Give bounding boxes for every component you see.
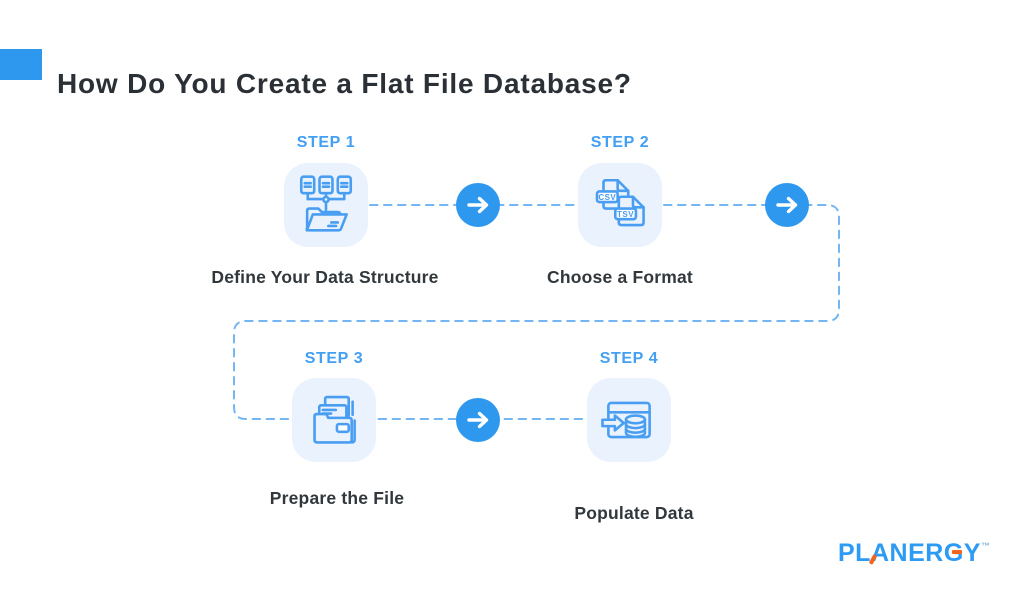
right-arrow-icon [765, 183, 809, 227]
step-4-name: Populate Data [574, 503, 694, 523]
step-1-label: STEP 1 [296, 134, 356, 151]
logo-orange-accent [951, 550, 962, 554]
files-into-folder-icon [299, 175, 353, 232]
step-4-tile [587, 378, 671, 462]
folder-with-documents-icon [313, 395, 356, 444]
csv-tsv-files-icon: CSV TSV [595, 178, 645, 227]
svg-text:TSV: TSV [617, 210, 634, 219]
step-3-name: Prepare the File [269, 488, 405, 508]
logo-letters: Y [963, 539, 981, 567]
step-3-tile [292, 378, 376, 462]
title-accent-square [0, 49, 42, 80]
step-2-label: STEP 2 [590, 134, 650, 151]
step-1-tile [284, 163, 368, 247]
step-3-label: STEP 3 [304, 350, 364, 367]
step-2-tile: CSV TSV [578, 163, 662, 247]
step-1-name: Define Your Data Structure [211, 267, 439, 287]
page-title: How Do You Create a Flat File Database? [57, 67, 632, 99]
svg-text:CSV: CSV [598, 193, 616, 202]
trademark-symbol: ™ [980, 541, 990, 551]
planergy-logo: PLANERGY™ [838, 539, 990, 568]
logo-letters: PL [838, 539, 871, 567]
step-2-name: Choose a Format [547, 267, 693, 287]
logo-letter-a: A [868, 539, 890, 568]
logo-letters: NER [889, 539, 944, 567]
window-to-database-icon [601, 401, 651, 439]
right-arrow-icon [456, 183, 500, 227]
logo-letter-g: G [944, 539, 964, 568]
right-arrow-icon [456, 398, 500, 442]
step-4-label: STEP 4 [599, 350, 659, 367]
